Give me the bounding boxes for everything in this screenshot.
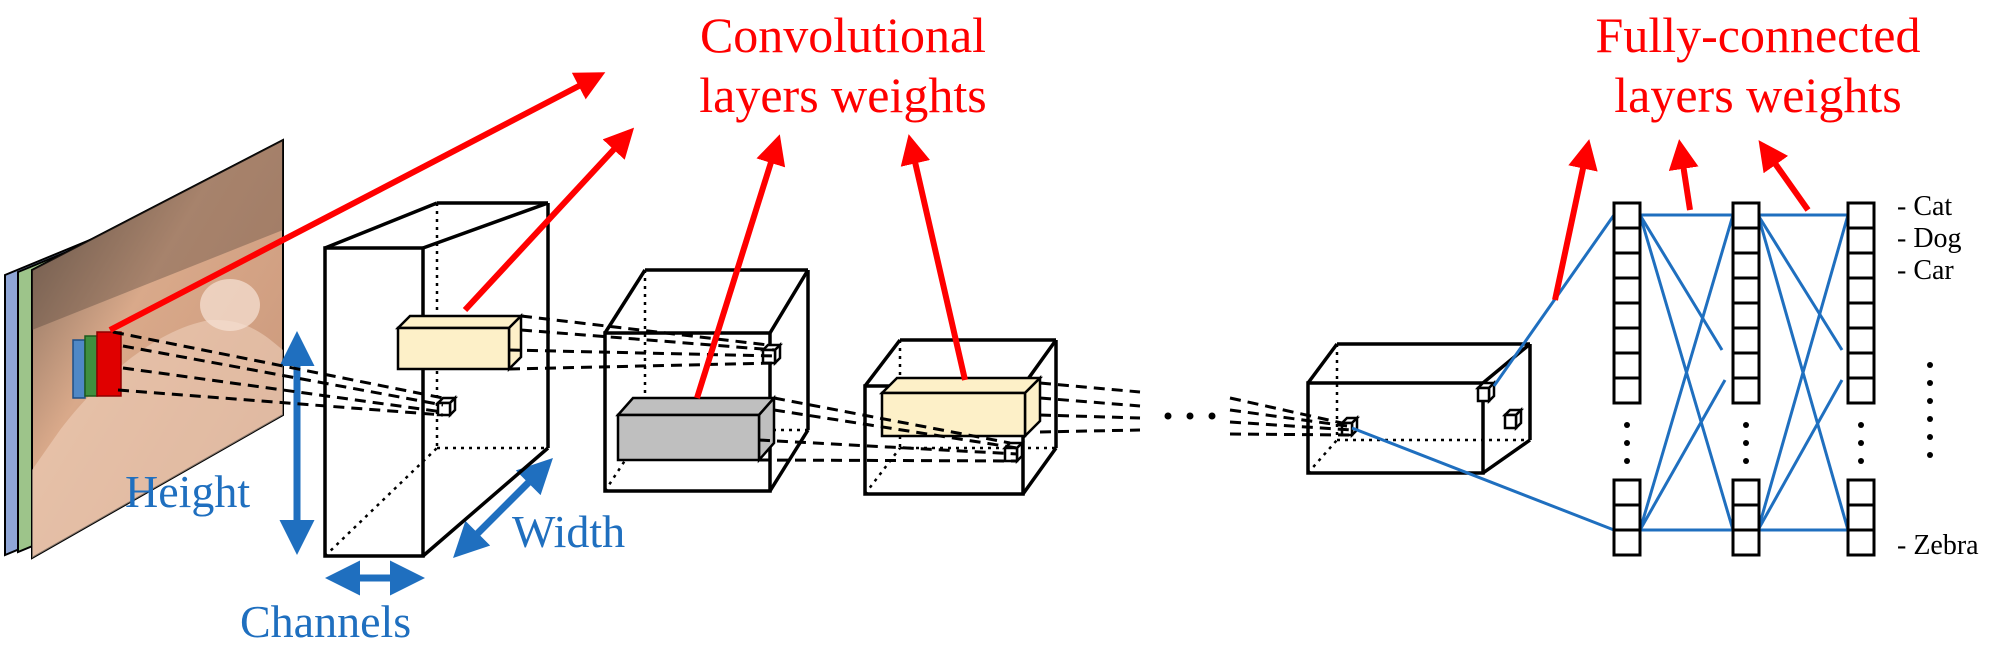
ellipsis-dot [1743, 458, 1749, 464]
neuron-cell [1731, 326, 1761, 355]
neuron-cell [1846, 478, 1876, 507]
class-label-zebra: - Zebra [1897, 530, 1979, 561]
arrow-fc-1 [1552, 139, 1598, 301]
neuron-cell [1731, 276, 1761, 305]
projection-lines [112, 314, 1353, 463]
conv-volume-1 [323, 201, 550, 558]
input-image-stack [4, 138, 284, 560]
neuron-cell [1612, 503, 1642, 532]
neuron-cell [1612, 351, 1642, 380]
conv-kernel-2 [615, 394, 777, 464]
fc-columns [1612, 201, 1876, 557]
width-arrow [453, 458, 553, 558]
kernel-red [96, 331, 122, 397]
neuron-cell [1731, 251, 1761, 280]
width-label: Width [512, 506, 625, 557]
weight-arrows [108, 72, 1811, 399]
conv-weights-title-line1: Convolutional [700, 7, 986, 63]
neuron-cell [1612, 376, 1642, 405]
dimension-arrows [279, 331, 553, 596]
ellipsis-dot [1858, 458, 1864, 464]
receptive-cube-2 [759, 341, 784, 367]
conv-kernel-1 [394, 312, 525, 373]
kernel-green [84, 335, 98, 397]
cat-face-icon [200, 279, 260, 331]
ellipsis-dots [1164, 412, 1216, 420]
ellipsis-dot [1858, 422, 1864, 428]
neuron-cell [1731, 478, 1761, 507]
arrow-kernel-1 [462, 127, 635, 313]
class-label-cat: - Cat [1897, 191, 1952, 222]
fc-weights-title-line1: Fully-connected [1596, 7, 1921, 63]
ellipsis-dot [1858, 440, 1864, 446]
neuron-cell [1731, 226, 1761, 255]
neuron-cell [1731, 351, 1761, 380]
receptive-cube-1 [434, 394, 459, 419]
class-label-car: - Car [1897, 255, 1954, 286]
neuron-cell [1612, 478, 1642, 507]
neuron-cell [1612, 201, 1642, 230]
height-label: Height [125, 466, 250, 517]
neuron-cell [1731, 376, 1761, 405]
ellipsis-dot [1743, 440, 1749, 446]
neuron-cell [1846, 301, 1876, 330]
conv-weights-title-line2: layers weights [699, 67, 986, 123]
ellipsis-dot [1743, 422, 1749, 428]
fc-connections [1351, 213, 1850, 532]
neuron-cell [1731, 201, 1761, 230]
class-list-ellipsis [1927, 362, 1933, 458]
neuron-cell [1846, 351, 1876, 380]
arrow-fc-2 [1668, 139, 1699, 211]
neuron-cell [1612, 251, 1642, 280]
fc-weights-title-line2: layers weights [1614, 67, 1901, 123]
neuron-cell [1612, 276, 1642, 305]
cat-fur-highlight [32, 319, 283, 558]
neuron-cell [1846, 201, 1876, 230]
neuron-cell [1612, 528, 1642, 557]
fc-column-2 [1731, 201, 1761, 557]
neuron-cell [1846, 326, 1876, 355]
conv-kernel-3 [878, 374, 1044, 440]
neuron-cell [1731, 301, 1761, 330]
neuron-cell [1846, 251, 1876, 280]
neuron-cell [1846, 226, 1876, 255]
class-label-dog: - Dog [1897, 223, 1962, 254]
neuron-cell [1846, 503, 1876, 532]
fc-column-1 [1612, 201, 1642, 557]
receptive-cubes-4 [1338, 379, 1525, 439]
arrow-kernel-2 [694, 134, 786, 399]
photo-dark-top [32, 140, 283, 330]
neuron-cell [1731, 528, 1761, 557]
neuron-cell [1612, 226, 1642, 255]
arrow-fc-3 [1758, 140, 1811, 212]
arrow-input-kernel [108, 72, 606, 333]
ellipsis-dot [1624, 458, 1630, 464]
neuron-cell [1846, 376, 1876, 405]
kernel-blue [72, 339, 86, 399]
neuron-cell [1731, 503, 1761, 532]
neuron-cell [1612, 326, 1642, 355]
ellipsis-dot [1624, 422, 1630, 428]
neuron-cell [1846, 276, 1876, 305]
arrow-kernel-3 [900, 134, 968, 381]
fc-column-3 [1846, 201, 1876, 557]
neuron-cell [1846, 528, 1876, 557]
neuron-cell [1612, 301, 1642, 330]
ellipsis-dot [1624, 440, 1630, 446]
channels-label: Channels [240, 596, 411, 647]
